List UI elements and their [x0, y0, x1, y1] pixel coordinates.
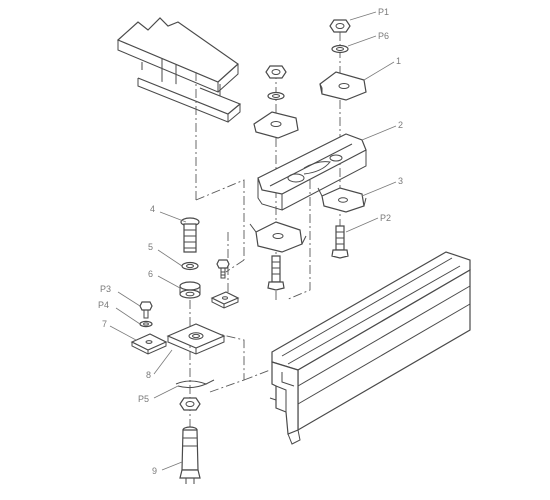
screw-p3 [139, 301, 153, 319]
nut-p1 [329, 19, 351, 33]
spring-pin-p5 [175, 379, 215, 389]
rail-extrusion [269, 251, 471, 445]
channel-2 [257, 133, 367, 211]
callout-2: 2 [398, 120, 403, 130]
callout-4: 4 [150, 204, 155, 214]
callout-p3: P3 [100, 284, 111, 294]
i-beam [116, 17, 242, 123]
square-plate-right [210, 291, 240, 309]
callout-p1: P1 [378, 7, 389, 17]
callout-p2: P2 [380, 213, 391, 223]
washer-p4 [139, 320, 153, 328]
nut-lower [179, 397, 201, 411]
washer-center [267, 91, 285, 101]
base-plate-8 [166, 323, 226, 355]
callout-8: 8 [146, 370, 151, 380]
bolt-center [267, 255, 285, 291]
anchor-bolt-9 [179, 426, 201, 484]
plate-7 [130, 333, 168, 355]
clamp-3 [317, 187, 367, 213]
washer-p6 [331, 44, 349, 54]
clamp-lower-center [249, 221, 307, 253]
nut-center [265, 65, 287, 79]
bolt-p2 [331, 225, 349, 259]
bolt-4 [180, 217, 200, 253]
callout-p5: P5 [138, 394, 149, 404]
washer-5 [181, 261, 199, 271]
leader-lines [109, 11, 397, 471]
sleeve-6 [179, 281, 201, 299]
callout-6: 6 [148, 269, 153, 279]
callout-7: 7 [102, 319, 107, 329]
callout-1: 1 [396, 56, 401, 66]
clamp-plate-1 [319, 71, 367, 101]
clamp-plate-center [253, 111, 299, 139]
small-screw-right [216, 259, 230, 279]
callout-9: 9 [152, 466, 157, 476]
callout-3: 3 [398, 176, 403, 186]
callout-p4: P4 [98, 300, 109, 310]
callout-5: 5 [148, 242, 153, 252]
callout-p6: P6 [378, 31, 389, 41]
